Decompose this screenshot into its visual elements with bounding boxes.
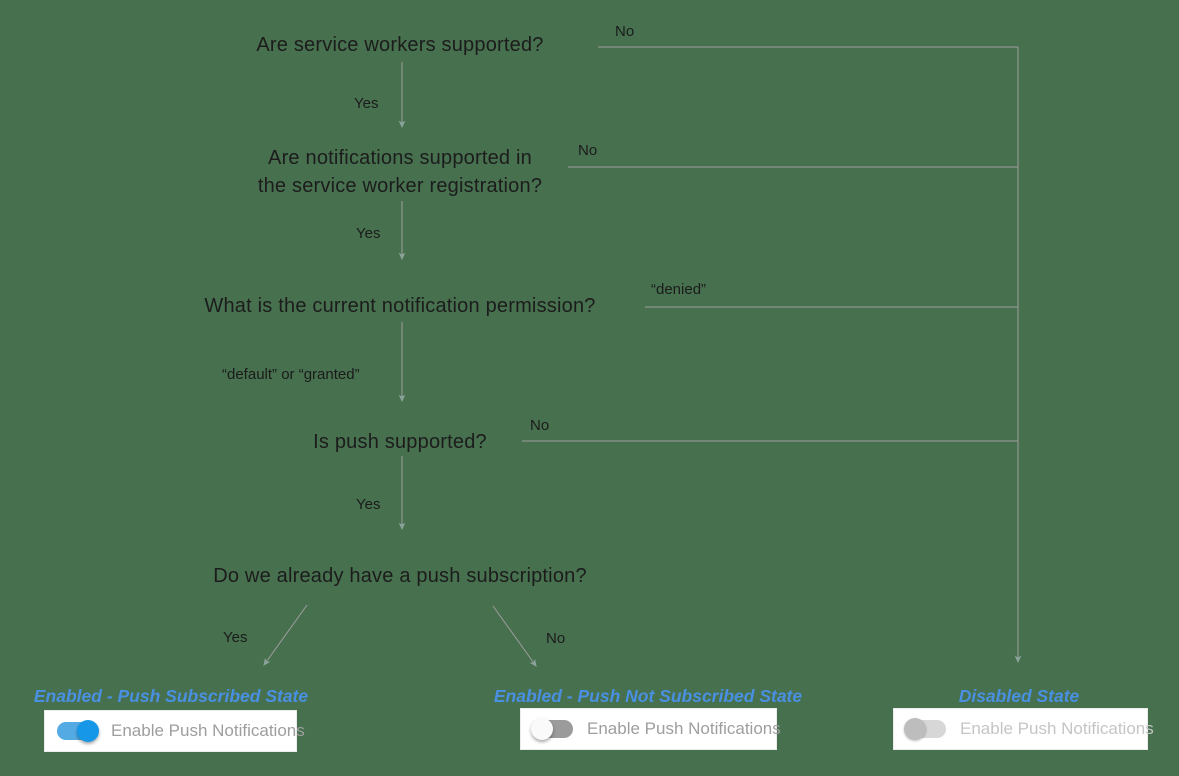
toggle-knob	[904, 718, 926, 740]
push-notifications-toggle-off[interactable]	[531, 717, 575, 741]
state-label-push-not-subscribed: Enabled - Push Not Subscribed State	[493, 686, 803, 706]
edge-label-q2-yes: Yes	[356, 225, 381, 242]
arrow-q5-no	[492, 605, 537, 667]
edge-label-q3-denied: “denied”	[651, 281, 707, 298]
edge-label-q2-no: No	[578, 142, 598, 159]
question-service-workers: Are service workers supported?	[256, 34, 544, 56]
edge-label-q1-no: No	[615, 23, 635, 40]
push-card-not-subscribed: Enable Push Notifications	[520, 708, 781, 750]
toggle-label: Enable Push Notifications	[111, 721, 305, 740]
arrow-q5-yes	[263, 604, 308, 666]
state-label-disabled: Disabled State	[958, 686, 1080, 706]
question-notifications-supported-line2: the service worker registration?	[257, 175, 543, 197]
question-push-subscription: Do we already have a push subscription?	[213, 565, 587, 587]
state-label-push-subscribed: Enabled - Push Subscribed State	[33, 686, 309, 706]
toggle-knob	[77, 720, 99, 742]
edge-label-q3-default-granted: “default” or “granted”	[222, 366, 360, 383]
push-card-subscribed: Enable Push Notifications	[44, 710, 305, 752]
question-notifications-supported: Are notifications supported in the servi…	[258, 144, 542, 200]
edge-label-q4-no: No	[530, 417, 550, 434]
toggle-label: Enable Push Notifications	[587, 719, 781, 738]
question-notifications-supported-line1: Are notifications supported in	[268, 147, 532, 169]
edge-label-q4-yes: Yes	[356, 496, 381, 513]
question-push-supported: Is push supported?	[313, 431, 487, 453]
push-notifications-toggle-on[interactable]	[55, 719, 99, 743]
question-notification-permission: What is the current notification permiss…	[204, 295, 596, 317]
edge-label-q1-yes: Yes	[354, 95, 379, 112]
push-notifications-toggle-disabled	[904, 717, 948, 741]
edge-label-q5-yes: Yes	[223, 629, 248, 646]
toggle-knob	[531, 718, 553, 740]
toggle-label: Enable Push Notifications	[960, 719, 1154, 738]
push-card-disabled: Enable Push Notifications	[893, 708, 1154, 750]
edge-label-q5-no: No	[546, 630, 566, 647]
